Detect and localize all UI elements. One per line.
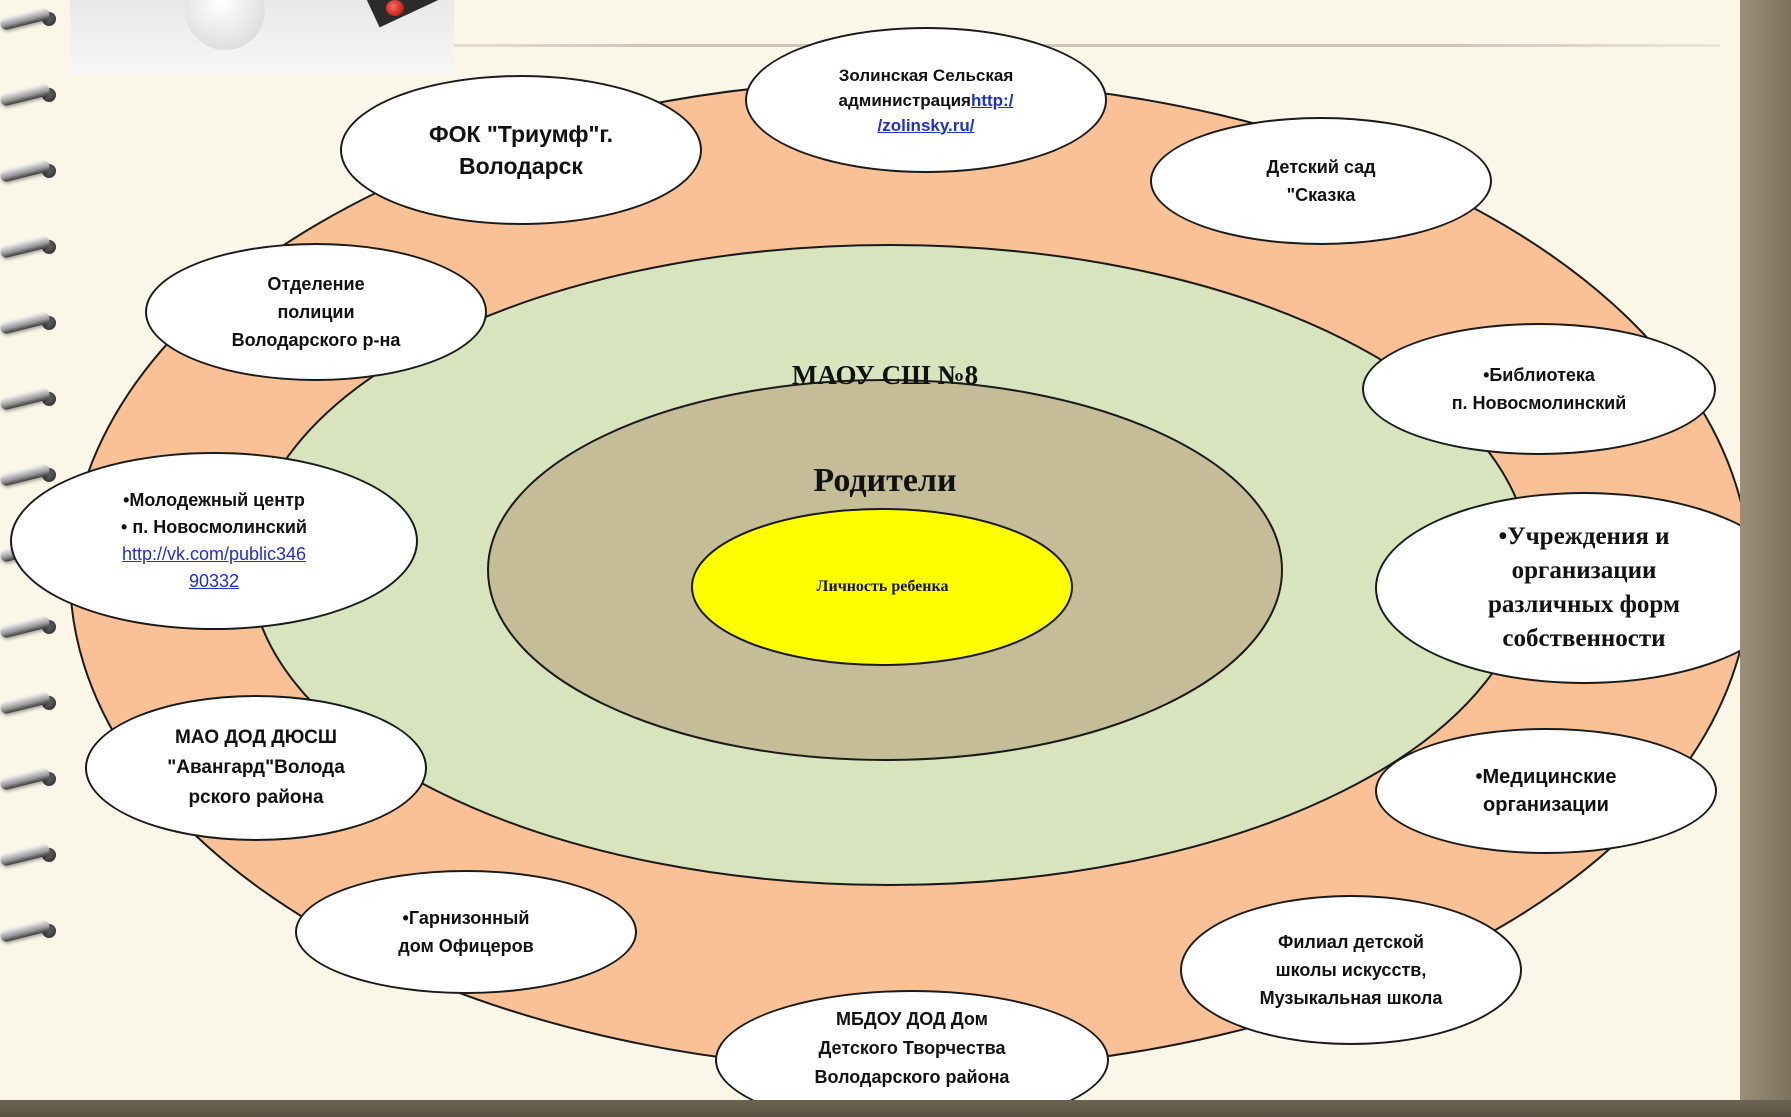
- binder-ring: [0, 613, 58, 643]
- partner-line: МБДОУ ДОД Дом: [835, 1008, 989, 1029]
- partner-medical: •Медицинские организации: [1375, 728, 1717, 854]
- partner-line: ФОК "Триумф"г.: [428, 121, 614, 147]
- partner-line: Детского Творчества: [818, 1037, 1006, 1058]
- red-button-shape: [386, 0, 404, 16]
- parents-label: Родители: [813, 462, 957, 499]
- child-core: [691, 508, 1073, 666]
- partner-line: школы искусств,: [1275, 960, 1427, 980]
- binder-ring: [0, 385, 58, 415]
- binder-ring: [0, 461, 58, 491]
- partner-line: • п. Новосмолинский: [121, 517, 307, 537]
- partner-officers-house: •Гарнизонный дом Офицеров: [295, 870, 637, 994]
- youth-center-link-continued[interactable]: 90332: [188, 571, 240, 591]
- partner-line: •Медицинские: [1475, 766, 1617, 788]
- binder-ring: [0, 233, 58, 263]
- page-right-border: [1740, 0, 1791, 1117]
- child-label: Личность ребенка: [816, 578, 949, 595]
- page-rule-line: [380, 44, 1720, 47]
- binder-ring: [0, 841, 58, 871]
- partner-line: организации: [1511, 557, 1657, 584]
- partner-line: Филиал детской: [1278, 932, 1424, 952]
- partner-line: "Авангард"Волода: [167, 757, 345, 778]
- notebook-page: МАОУ СШ №8 Родители Личность ребенка Зол…: [0, 0, 1740, 1100]
- binder-ring: [0, 5, 58, 35]
- partner-police: Отделение полиции Володарского р-на: [145, 243, 487, 381]
- partner-fok-triumph: ФОК "Триумф"г. Володарск: [340, 75, 702, 225]
- partner-line: дом Офицеров: [398, 936, 534, 956]
- partner-kindergarten: Детский сад "Сказка: [1150, 117, 1492, 245]
- binder-ring: [0, 81, 58, 111]
- diagram-canvas: [69, 79, 1740, 1071]
- partner-line: •Учреждения и: [1498, 523, 1670, 550]
- partner-line: полиции: [277, 302, 355, 322]
- partner-line: Володарского района: [814, 1066, 1010, 1087]
- decorative-photo: [70, 0, 454, 74]
- partner-line: Музыкальная школа: [1259, 988, 1443, 1008]
- partner-line: Детский сад: [1266, 157, 1376, 177]
- school-label: МАОУ СШ №8: [791, 360, 979, 390]
- partner-line: организации: [1483, 794, 1609, 816]
- partner-creativity-house: МБДОУ ДОД Дом Детского Творчества Волода…: [715, 990, 1109, 1100]
- partner-line: п. Новосмолинский: [1451, 393, 1627, 413]
- binder-ring: [0, 157, 58, 187]
- binder-ring: [0, 309, 58, 339]
- partner-line: различных форм: [1487, 591, 1680, 618]
- partner-art-school: Филиал детской школы искусств, Музыкальн…: [1180, 895, 1522, 1045]
- binder-ring: [0, 917, 58, 947]
- zolinsky-link-continued[interactable]: /zolinsky.ru/: [877, 115, 975, 135]
- partner-line: собственности: [1502, 625, 1666, 652]
- binder-ring: [0, 765, 58, 795]
- partner-line: администрация: [838, 90, 971, 110]
- page-bottom-border: [0, 1100, 1791, 1117]
- partner-sport-school: МАО ДОД ДЮСШ "Авангард"Волода рского рай…: [85, 695, 427, 841]
- partner-youth-center: •Молодежный центр • п. Новосмолинский ht…: [10, 452, 418, 630]
- partner-line: МАО ДОД ДЮСШ: [175, 727, 337, 748]
- partner-line: рского района: [188, 787, 324, 808]
- partner-line: Володарск: [459, 153, 583, 179]
- partner-line: •Молодежный центр: [123, 490, 305, 510]
- partner-line: Золинская Сельская: [838, 65, 1014, 85]
- partner-line: "Сказка: [1286, 185, 1356, 205]
- binder-ring: [0, 689, 58, 719]
- youth-center-link[interactable]: http://vk.com/public346: [121, 544, 307, 564]
- partner-line: Отделение: [267, 274, 365, 294]
- partner-zolinsky-admin: Золинская Сельская администрацияhttp:/ /…: [745, 27, 1107, 173]
- partner-library: •Библиотека п. Новосмолинский: [1362, 323, 1716, 455]
- partner-line: •Библиотека: [1483, 365, 1595, 385]
- zolinsky-link[interactable]: http:/: [970, 90, 1014, 110]
- partner-line: •Гарнизонный: [402, 908, 530, 928]
- partner-institutions: •Учреждения и организации различных форм…: [1375, 492, 1740, 684]
- partner-line: Володарского р-на: [231, 330, 401, 350]
